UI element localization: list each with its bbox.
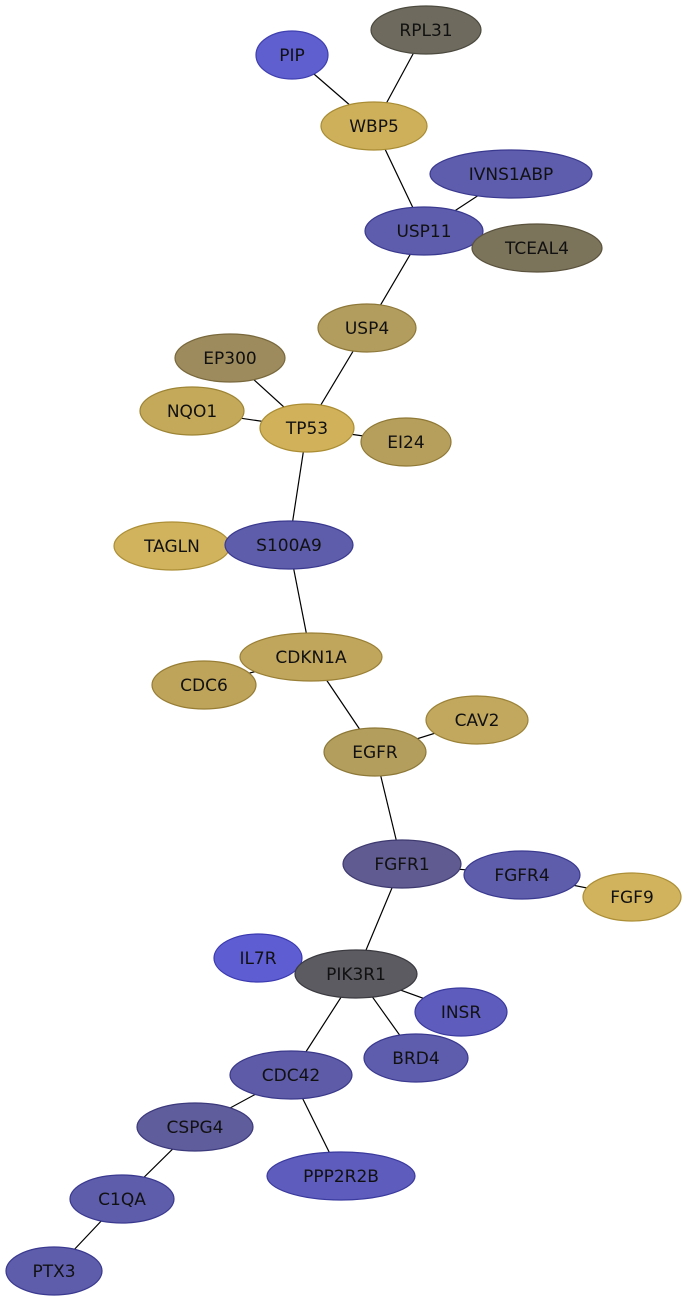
node-label-ptx3: PTX3: [32, 1262, 75, 1282]
node-ptx3[interactable]: PTX3: [5, 1246, 103, 1296]
node-shape-tp53: [259, 403, 355, 453]
node-label-rpl31: RPL31: [399, 21, 452, 41]
node-shape-c1qa: [69, 1174, 175, 1224]
node-ep300[interactable]: EP300: [174, 333, 286, 383]
node-ppp2r2b[interactable]: PPP2R2B: [266, 1151, 416, 1201]
node-shape-ei24: [360, 417, 452, 467]
node-label-wbp5: WBP5: [349, 117, 399, 137]
node-pip[interactable]: PIP: [255, 30, 329, 80]
node-label-insr: INSR: [441, 1003, 482, 1023]
node-label-fgfr4: FGFR4: [494, 866, 549, 886]
node-shape-pip: [255, 30, 329, 80]
node-shape-nqo1: [139, 386, 245, 436]
node-shape-ivns1abp: [429, 149, 593, 199]
node-insr[interactable]: INSR: [414, 987, 508, 1037]
node-label-il7r: IL7R: [239, 949, 276, 969]
node-shape-wbp5: [320, 101, 428, 151]
node-label-cdc42: CDC42: [262, 1066, 320, 1086]
node-label-pip: PIP: [279, 46, 305, 66]
node-fgfr1[interactable]: FGFR1: [342, 839, 462, 889]
node-il7r[interactable]: IL7R: [213, 933, 303, 983]
node-shape-usp4: [317, 303, 417, 353]
node-label-brd4: BRD4: [392, 1049, 439, 1069]
node-label-nqo1: NQO1: [167, 402, 217, 422]
node-shape-brd4: [363, 1033, 469, 1083]
node-ei24[interactable]: EI24: [360, 417, 452, 467]
node-shape-insr: [414, 987, 508, 1037]
node-label-usp4: USP4: [345, 319, 389, 339]
node-wbp5[interactable]: WBP5: [320, 101, 428, 151]
node-label-tceal4: TCEAL4: [504, 239, 569, 259]
node-usp11[interactable]: USP11: [364, 206, 484, 256]
node-shape-rpl31: [370, 5, 482, 55]
node-shape-tceal4: [471, 223, 603, 273]
node-label-pik3r1: PIK3R1: [326, 965, 386, 985]
node-label-cav2: CAV2: [455, 711, 500, 731]
node-shape-cdc42: [229, 1050, 353, 1100]
node-usp4[interactable]: USP4: [317, 303, 417, 353]
node-cdkn1a[interactable]: CDKN1A: [239, 632, 383, 682]
node-pik3r1[interactable]: PIK3R1: [294, 949, 418, 999]
node-shape-egfr: [323, 727, 427, 777]
node-label-cdkn1a: CDKN1A: [275, 648, 347, 668]
node-tagln[interactable]: TAGLN: [113, 521, 231, 571]
node-rpl31[interactable]: RPL31: [370, 5, 482, 55]
node-shape-fgf9: [582, 872, 682, 922]
node-shape-fgfr4: [463, 850, 581, 900]
node-label-ivns1abp: IVNS1ABP: [469, 165, 554, 185]
node-shape-s100a9: [224, 520, 354, 570]
node-cdc42[interactable]: CDC42: [229, 1050, 353, 1100]
node-tceal4[interactable]: TCEAL4: [471, 223, 603, 273]
node-shape-il7r: [213, 933, 303, 983]
node-label-c1qa: C1QA: [98, 1190, 146, 1210]
node-shape-cav2: [425, 695, 529, 745]
node-egfr[interactable]: EGFR: [323, 727, 427, 777]
node-label-ep300: EP300: [203, 349, 256, 369]
node-label-ei24: EI24: [387, 433, 424, 453]
node-label-fgfr1: FGFR1: [374, 855, 429, 875]
node-label-cspg4: CSPG4: [167, 1118, 224, 1138]
node-ivns1abp[interactable]: IVNS1ABP: [429, 149, 593, 199]
node-shape-cdc6: [151, 660, 257, 710]
node-label-tagln: TAGLN: [143, 537, 200, 557]
node-shape-fgfr1: [342, 839, 462, 889]
node-label-fgf9: FGF9: [610, 888, 654, 908]
node-shape-ptx3: [5, 1246, 103, 1296]
node-shape-cdkn1a: [239, 632, 383, 682]
node-cav2[interactable]: CAV2: [425, 695, 529, 745]
node-tp53[interactable]: TP53: [259, 403, 355, 453]
node-shape-ppp2r2b: [266, 1151, 416, 1201]
node-shape-pik3r1: [294, 949, 418, 999]
node-fgfr4[interactable]: FGFR4: [463, 850, 581, 900]
node-label-ppp2r2b: PPP2R2B: [303, 1167, 379, 1187]
node-label-usp11: USP11: [396, 222, 451, 242]
node-brd4[interactable]: BRD4: [363, 1033, 469, 1083]
node-shape-ep300: [174, 333, 286, 383]
node-nqo1[interactable]: NQO1: [139, 386, 245, 436]
node-label-s100a9: S100A9: [256, 536, 322, 556]
node-label-egfr: EGFR: [352, 743, 398, 763]
node-fgf9[interactable]: FGF9: [582, 872, 682, 922]
node-cspg4[interactable]: CSPG4: [136, 1102, 254, 1152]
node-cdc6[interactable]: CDC6: [151, 660, 257, 710]
node-label-tp53: TP53: [285, 419, 328, 439]
node-shape-cspg4: [136, 1102, 254, 1152]
node-label-cdc6: CDC6: [180, 676, 228, 696]
node-s100a9[interactable]: S100A9: [224, 520, 354, 570]
node-c1qa[interactable]: C1QA: [69, 1174, 175, 1224]
node-shape-usp11: [364, 206, 484, 256]
